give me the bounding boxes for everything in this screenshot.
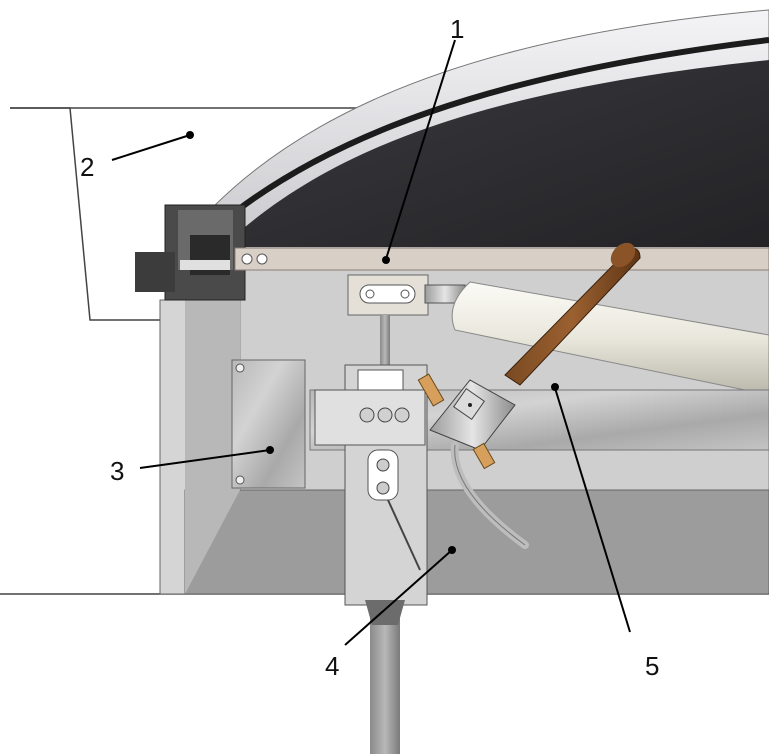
top-rail: [234, 247, 769, 271]
leader-1-dot: [382, 256, 390, 264]
leader-4: [344, 549, 453, 646]
leader-3-dot: [266, 446, 274, 454]
valve-assembly: [417, 242, 641, 549]
side-plate: [231, 359, 306, 489]
callout-2-label: 2: [80, 152, 94, 182]
callout-leaders: [111, 39, 631, 646]
roller-cylinder: [424, 281, 769, 396]
callout-numbers: 1 2 3 4 5: [80, 14, 659, 681]
leader-2: [111, 134, 191, 161]
leader-5: [554, 387, 631, 633]
leader-2-dot: [186, 131, 194, 139]
rail-bracket: [347, 274, 429, 365]
dome-lid: [174, 9, 769, 253]
vertical-post: [314, 364, 428, 606]
callout-5-label: 5: [645, 651, 659, 681]
callout-3-label: 3: [110, 456, 124, 486]
leader-5-dot: [551, 383, 559, 391]
leader-1: [385, 39, 456, 260]
callout-4-label: 4: [325, 651, 339, 681]
hinge-clamp: [135, 204, 246, 301]
callout-1-label: 1: [450, 14, 464, 44]
leader-4-dot: [448, 546, 456, 554]
leader-3: [139, 449, 271, 469]
